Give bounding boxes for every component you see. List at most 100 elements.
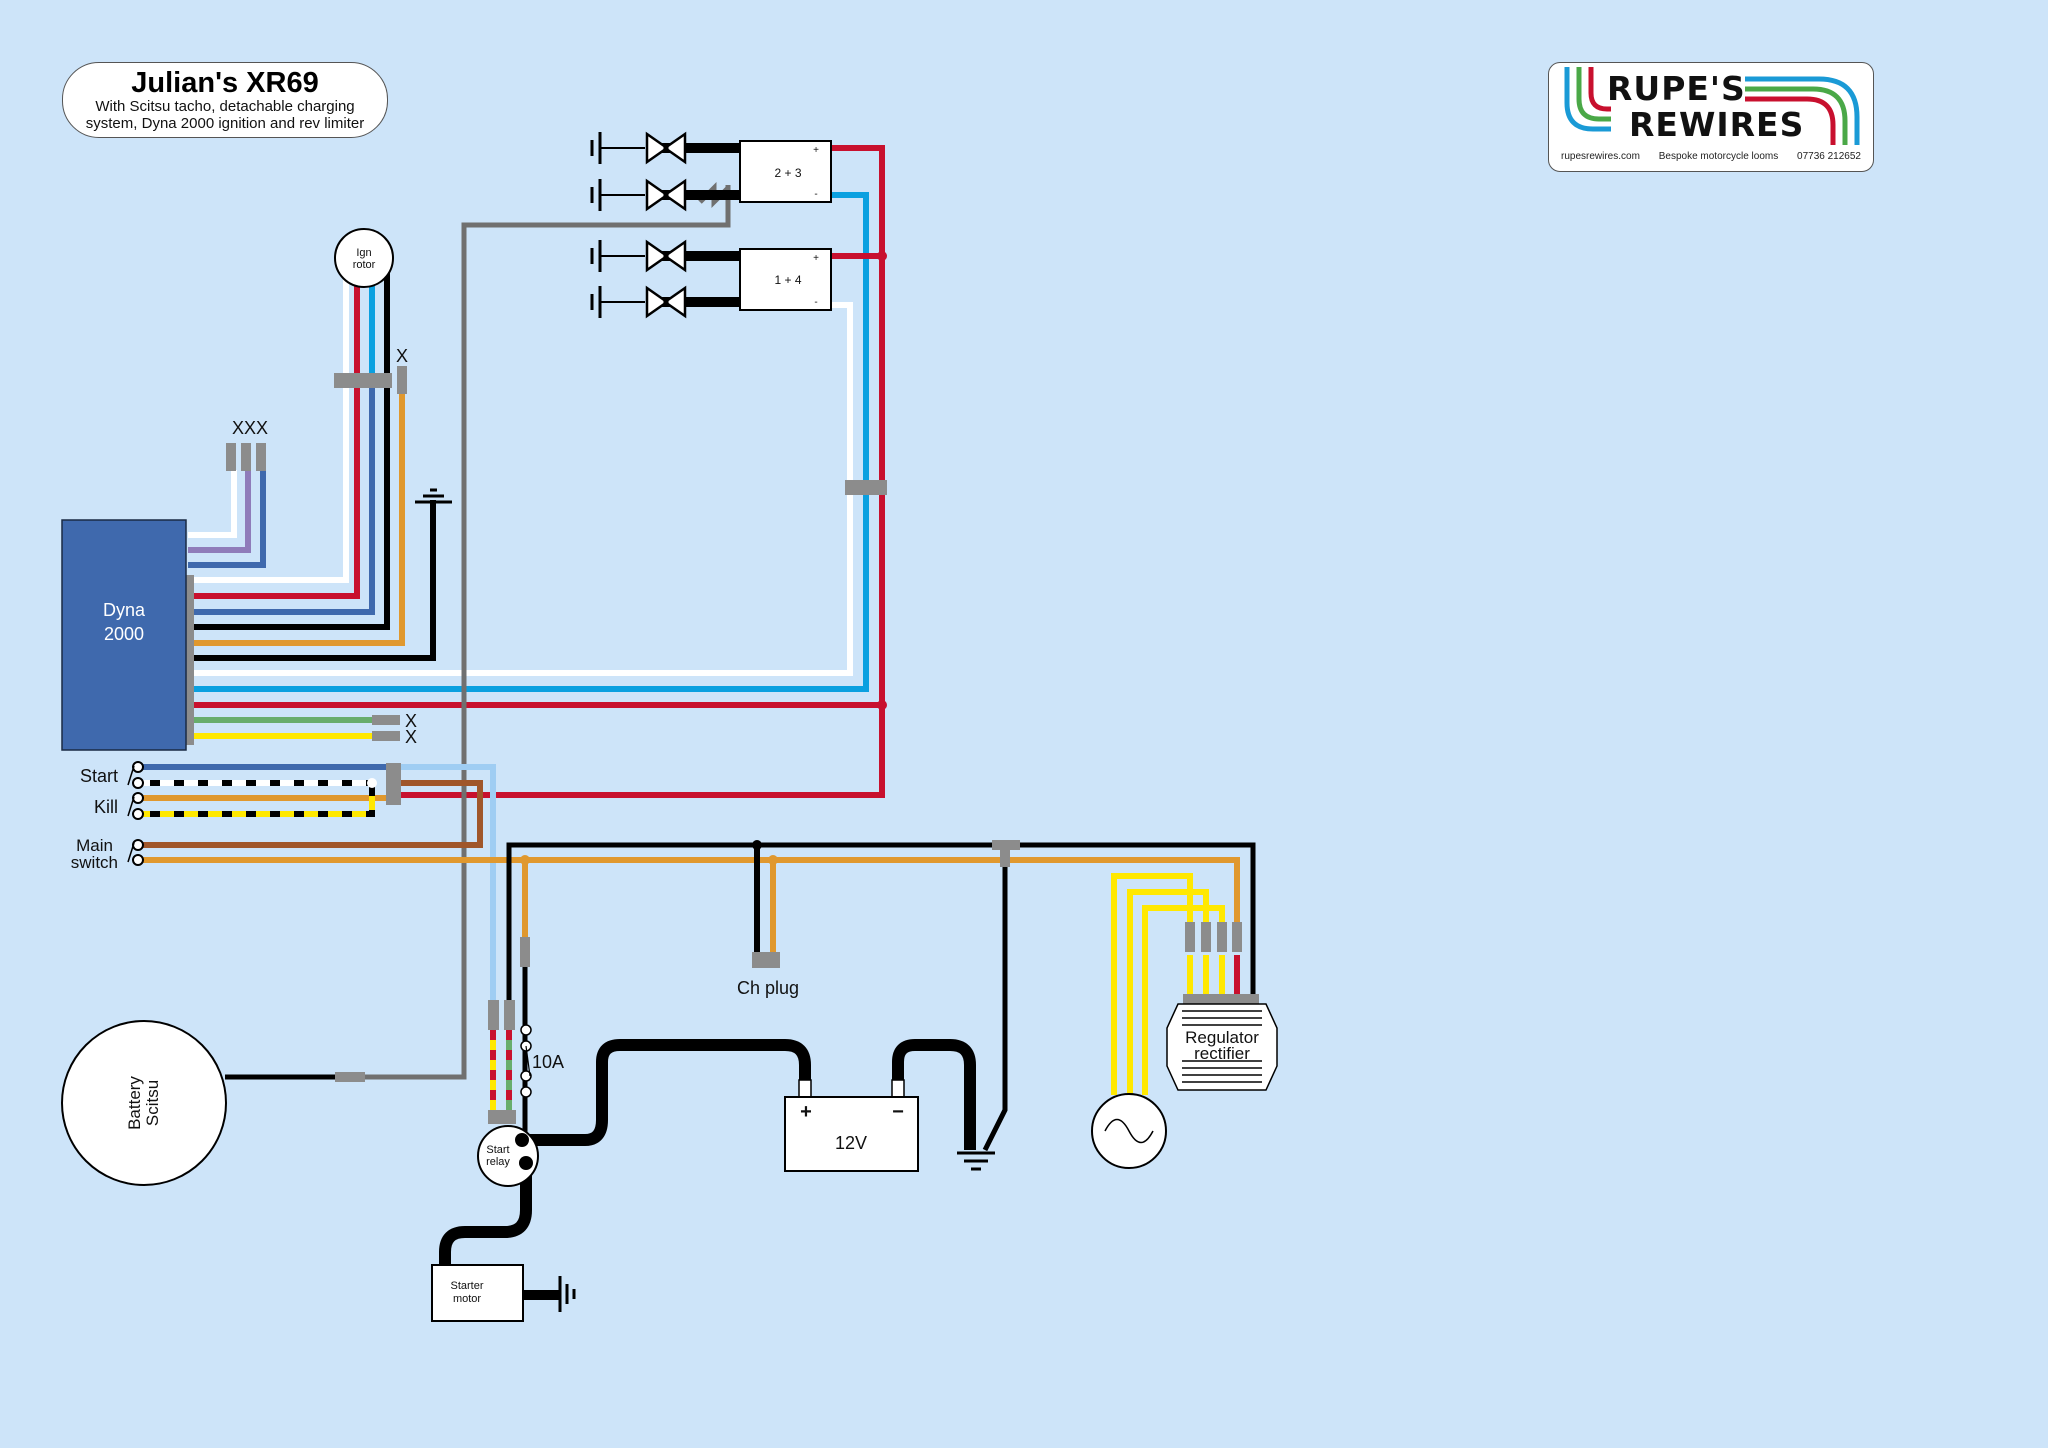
wire-main-black <box>506 842 1256 1000</box>
wire-xxx-white <box>188 470 237 538</box>
diagram-shape <box>1745 76 1860 145</box>
cable-battery-positive <box>520 1039 811 1146</box>
wire-xxx-blue <box>188 470 266 568</box>
diagram-shape <box>186 146 1259 1124</box>
diagram-shape <box>891 1079 905 1098</box>
wire-rotor-red <box>188 280 360 599</box>
wire-tacho-grey <box>335 185 731 1080</box>
diagram-label: + <box>800 1101 812 1123</box>
diagram-shape <box>826 253 832 259</box>
diagram-shape <box>256 443 266 471</box>
dyna-label-2: 2000 <box>104 624 144 644</box>
diagram-shape <box>1127 889 1209 1095</box>
cable-starter <box>439 1160 532 1265</box>
wire-coil-lightblue <box>188 192 869 692</box>
wire-rotor-blue2 <box>188 380 375 615</box>
diagram-shape <box>132 839 144 851</box>
diagram-shape <box>645 239 687 273</box>
diagram-shape <box>768 855 778 865</box>
switch-icons <box>132 761 144 866</box>
diagram-label: Starter <box>450 1280 483 1292</box>
diagram-shape <box>488 1000 499 1030</box>
diagram-shape <box>826 300 832 306</box>
diagram-label: + <box>813 145 819 156</box>
diagram-shape <box>127 765 135 863</box>
diagram-label: relay <box>486 1156 510 1168</box>
x-marker-green: X <box>405 711 417 731</box>
fuse-icon <box>520 1024 532 1098</box>
wire-main-orange <box>140 857 1240 925</box>
diagram-label: Regulator <box>1185 1028 1259 1047</box>
wire-rotor-white <box>188 270 349 583</box>
battery-label: 12V <box>835 1133 867 1153</box>
coil-1-4 <box>739 248 832 311</box>
diagram-label: rotor <box>353 259 376 271</box>
start-relay <box>477 1125 539 1187</box>
diagram-label: Battery <box>125 1076 144 1130</box>
earth-icon <box>957 1151 995 1171</box>
diagram-shape <box>1201 922 1211 952</box>
diagram-shape <box>826 146 832 152</box>
diagram-shape <box>1745 86 1848 145</box>
wire-rotor-blue <box>188 280 375 615</box>
diagram-label: Ign <box>356 247 371 259</box>
wire-coil-red <box>398 145 885 798</box>
logo-website: rupesrewires.com <box>1561 151 1640 162</box>
diagram-label: rectifier <box>1194 1044 1250 1063</box>
diagram-shape <box>132 808 144 820</box>
diagram-shape <box>520 1024 532 1036</box>
dyna-connector <box>186 575 194 745</box>
diagram-shape <box>1187 955 1225 998</box>
diagram-shape <box>1564 67 1611 132</box>
diagram-shape <box>127 796 135 817</box>
diagram-shape <box>241 443 251 471</box>
diagram-shape <box>132 792 144 804</box>
wire-earth-black <box>188 500 436 661</box>
diagram-shape <box>397 366 407 394</box>
xxx-marker: XXX <box>232 418 268 438</box>
diagram-shape <box>150 783 375 817</box>
diagram-label: Scitsu <box>143 1080 162 1126</box>
diagram-shape <box>520 855 778 865</box>
diagram-shape <box>1104 1118 1154 1144</box>
diagram-label: motor <box>453 1293 481 1305</box>
fuse-label: 10A <box>532 1052 564 1072</box>
diagram-shape <box>1000 845 1010 867</box>
diagram-shape <box>877 700 887 710</box>
diagram-shape <box>600 147 645 303</box>
diagram-shape <box>132 761 144 773</box>
wire-rotor-black <box>188 270 390 630</box>
chplug-connector <box>752 952 780 968</box>
coil-2-3 <box>739 140 832 203</box>
diagram-shape <box>645 285 687 319</box>
diagram-label: - <box>814 297 817 308</box>
dyna-2000-box <box>61 519 187 751</box>
wire-xxx-purple <box>188 470 251 553</box>
regulator-rectifier <box>1166 1003 1278 1091</box>
ign-rotor <box>334 228 394 288</box>
diagram-shape <box>645 178 687 212</box>
diagram-shape <box>335 1072 365 1082</box>
diagram-shape <box>1588 67 1611 112</box>
diagram-shape <box>1217 922 1227 952</box>
battery-12v <box>784 1096 919 1172</box>
logo-tagline: Bespoke motorcycle looms <box>1658 151 1779 162</box>
diagram-shape <box>488 1110 516 1124</box>
diagram-shape <box>655 143 740 307</box>
x-marker-orange: X <box>396 346 408 366</box>
diagram-shape <box>127 842 135 863</box>
alternator-icon <box>1091 1093 1167 1169</box>
diagram-shape <box>1183 994 1259 1004</box>
diagram-shape <box>367 778 377 788</box>
diagram-shape <box>525 1045 531 1077</box>
diagram-shape <box>877 251 887 710</box>
charge-plug-label: Ch plug <box>737 978 799 998</box>
diagram-shape <box>992 840 1020 850</box>
rotor-connector <box>334 373 392 388</box>
diagram-shape <box>520 937 530 967</box>
diagram-title-box: Julian's XR69 With Scitsu tacho, detacha… <box>62 62 388 138</box>
diagram-shape <box>798 1079 812 1098</box>
diagram-shape <box>645 131 687 165</box>
switch-kill-label: Kill <box>94 797 118 817</box>
